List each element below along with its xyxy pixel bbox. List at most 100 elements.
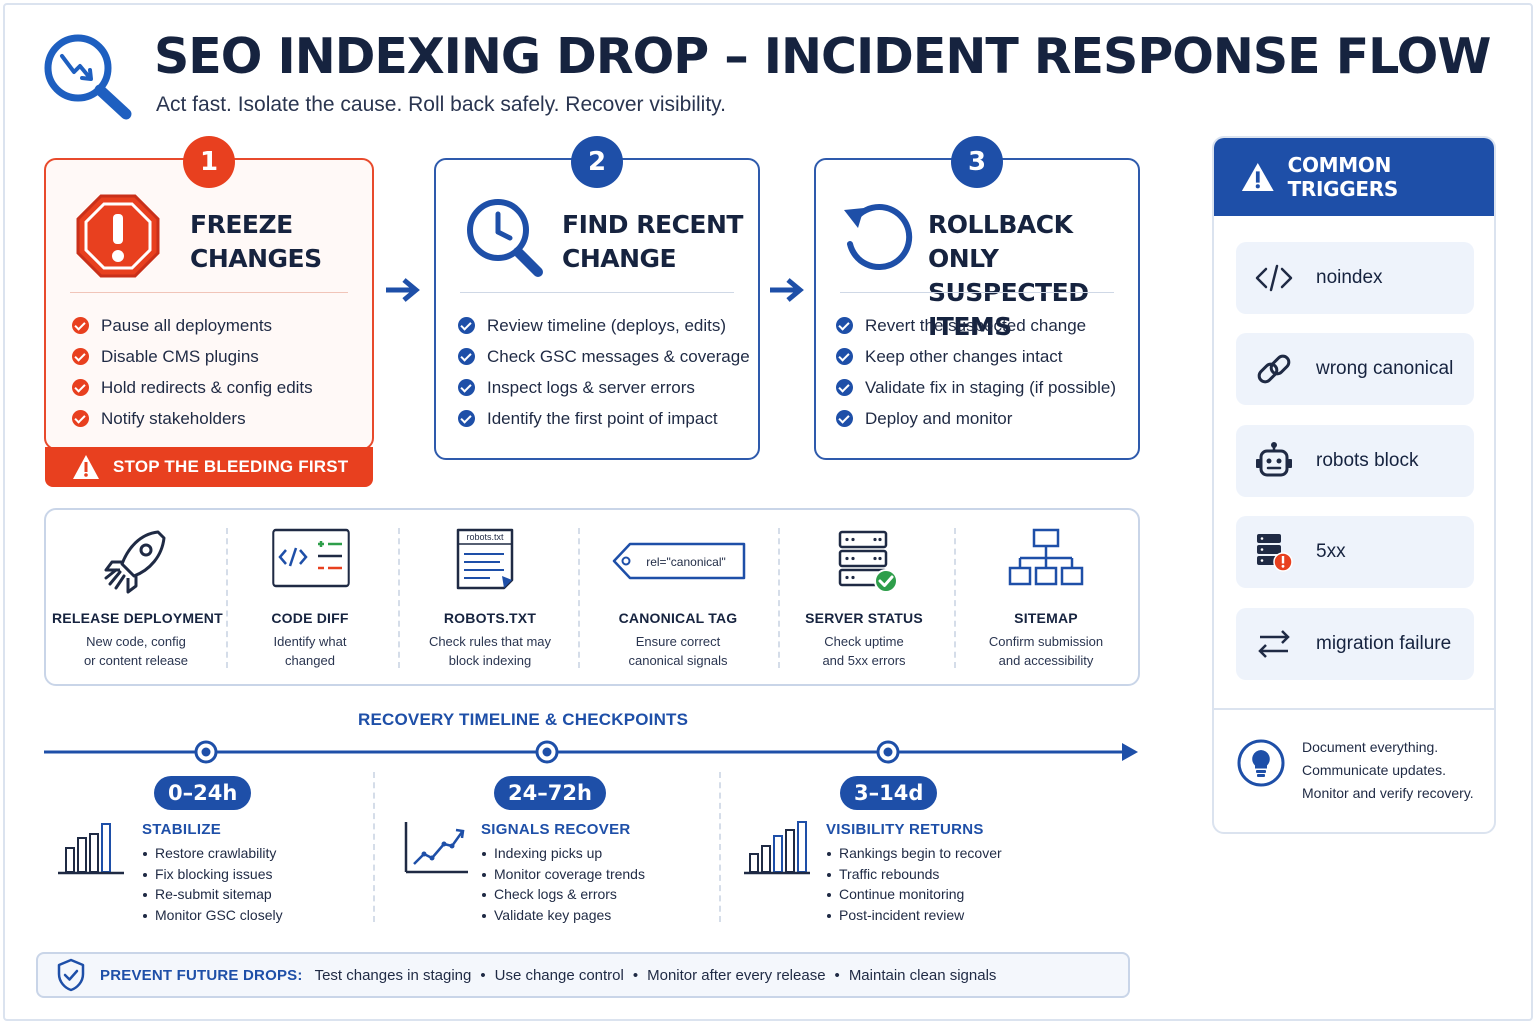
rocket-icon: [104, 530, 166, 594]
check-icon: [836, 379, 853, 396]
robots-file-icon: robots.txt: [456, 528, 514, 590]
separator: •: [632, 966, 639, 984]
phase-title: STABILIZE: [142, 821, 222, 838]
divider: [398, 528, 400, 668]
list-item: Indexing picks up: [481, 843, 645, 864]
list-item: Check GSC messages & coverage: [458, 341, 750, 372]
server-check-icon: [838, 530, 898, 593]
phase-time-badge: 3–14d: [840, 776, 938, 810]
trend-line-icon: [404, 822, 468, 874]
list-item: Deploy and monitor: [836, 403, 1116, 434]
list-item: Monitor GSC closely: [142, 905, 283, 926]
growth-bars-icon: [744, 821, 810, 875]
tool-robots-txt: robots.txt ROBOTS.TXT Check rules that m…: [406, 510, 574, 686]
list-item: Rankings begin to recover: [826, 843, 1002, 864]
check-icon: [72, 410, 89, 427]
step-checklist: Revert the suspected change Keep other c…: [836, 310, 1116, 434]
swap-arrows-icon: [1258, 630, 1290, 658]
rollback-icon: [844, 204, 913, 271]
list-item: Validate fix in staging (if possible): [836, 372, 1116, 403]
common-triggers-panel: COMMON TRIGGERS noindex wrong canonical …: [1212, 136, 1496, 834]
warning-icon: [73, 455, 99, 479]
prevent-item: Test changes in staging: [314, 966, 472, 984]
list-item: Revert the suspected change: [836, 310, 1116, 341]
list-item: Fix blocking issues: [142, 864, 283, 885]
robot-icon: [1256, 442, 1292, 477]
list-item: Inspect logs & server errors: [458, 372, 750, 403]
server-error-icon: [1257, 534, 1293, 572]
shield-check-icon: [57, 958, 85, 992]
divider: [778, 528, 780, 668]
phase-time-badge: 24–72h: [494, 776, 606, 810]
separator: •: [834, 966, 840, 984]
check-icon: [72, 348, 89, 365]
arrow-right-icon: [386, 278, 420, 302]
check-icon: [836, 410, 853, 427]
divider: [226, 528, 228, 668]
prevent-label: PREVENT FUTURE DROPS:: [100, 966, 303, 984]
divider: [578, 528, 580, 668]
step-card-find-change: 2 FIND RECENT CHANGE Review timeline (de…: [434, 136, 760, 460]
trigger-robots-block: robots block: [1236, 425, 1474, 497]
prevent-item: Use change control: [494, 966, 624, 984]
check-icon: [836, 348, 853, 365]
list-item: Keep other changes intact: [836, 341, 1116, 372]
sitemap-icon: [1008, 528, 1084, 586]
check-icon: [836, 317, 853, 334]
list-item: Check logs & errors: [481, 884, 645, 905]
step-title: FIND RECENT CHANGE: [562, 210, 744, 273]
divider: [1214, 708, 1494, 710]
step-number: 1: [183, 136, 235, 188]
page-subtitle: Act fast. Isolate the cause. Roll back s…: [156, 93, 726, 116]
trigger-noindex: noindex: [1236, 242, 1474, 314]
triggers-header: COMMON TRIGGERS: [1214, 138, 1494, 216]
phase-title: SIGNALS RECOVER: [481, 821, 631, 838]
list-item: Restore crawlability: [142, 843, 283, 864]
arrow-right-icon: [770, 278, 804, 302]
svg-text:robots.txt: robots.txt: [466, 532, 504, 542]
divider: [373, 772, 375, 922]
link-icon: [1257, 354, 1291, 384]
list-item: Pause all deployments: [72, 310, 313, 341]
tool-canonical-tag: rel="canonical" CANONICAL TAG Ensure cor…: [586, 510, 770, 686]
step-card-rollback: 3 ROLLBACK ONLY SUSPECTED ITEMS Revert t…: [814, 136, 1140, 460]
list-item: Review timeline (deploys, edits): [458, 310, 750, 341]
check-icon: [458, 317, 475, 334]
divider: [954, 528, 956, 668]
step-number: 2: [571, 136, 623, 188]
phase-checklist: Indexing picks up Monitor coverage trend…: [481, 843, 645, 925]
phase-time-badge: 0–24h: [154, 776, 252, 810]
list-item: Validate key pages: [481, 905, 645, 926]
list-item: Disable CMS plugins: [72, 341, 313, 372]
timeline-title: RECOVERY TIMELINE & CHECKPOINTS: [358, 710, 689, 729]
list-item: Post-incident review: [826, 905, 1002, 926]
prevent-item: Maintain clean signals: [848, 966, 997, 984]
tips-text: Document everything. Communicate updates…: [1302, 739, 1474, 801]
check-icon: [458, 410, 475, 427]
step-title: FREEZE CHANGES: [190, 210, 322, 273]
divider: [70, 292, 348, 293]
check-icon: [458, 348, 475, 365]
divider: [719, 772, 721, 922]
phase-checklist: Rankings begin to recover Traffic reboun…: [826, 843, 1002, 925]
stop-banner: STOP THE BLEEDING FIRST: [45, 447, 373, 487]
check-icon: [72, 317, 89, 334]
prevent-item: Monitor after every release: [647, 966, 826, 984]
phase-title: VISIBILITY RETURNS: [826, 821, 984, 838]
step-card-freeze: 1 FREEZE CHANGES Pause all deployments D…: [44, 136, 374, 450]
trigger-migration-failure: migration failure: [1236, 608, 1474, 680]
search-trend-down-icon: [44, 34, 132, 120]
check-icon: [72, 379, 89, 396]
step-number: 3: [951, 136, 1003, 188]
divider: [840, 292, 1114, 293]
page-frame: [3, 3, 1533, 1021]
list-item: Monitor coverage trends: [481, 864, 645, 885]
warning-icon: [1241, 162, 1274, 192]
svg-text:rel="canonical": rel="canonical": [646, 555, 726, 569]
clock-magnifier-icon: [467, 199, 543, 277]
lightbulb-icon: [1237, 739, 1285, 787]
page-title: SEO INDEXING DROP – INCIDENT RESPONSE FL…: [154, 28, 1491, 85]
